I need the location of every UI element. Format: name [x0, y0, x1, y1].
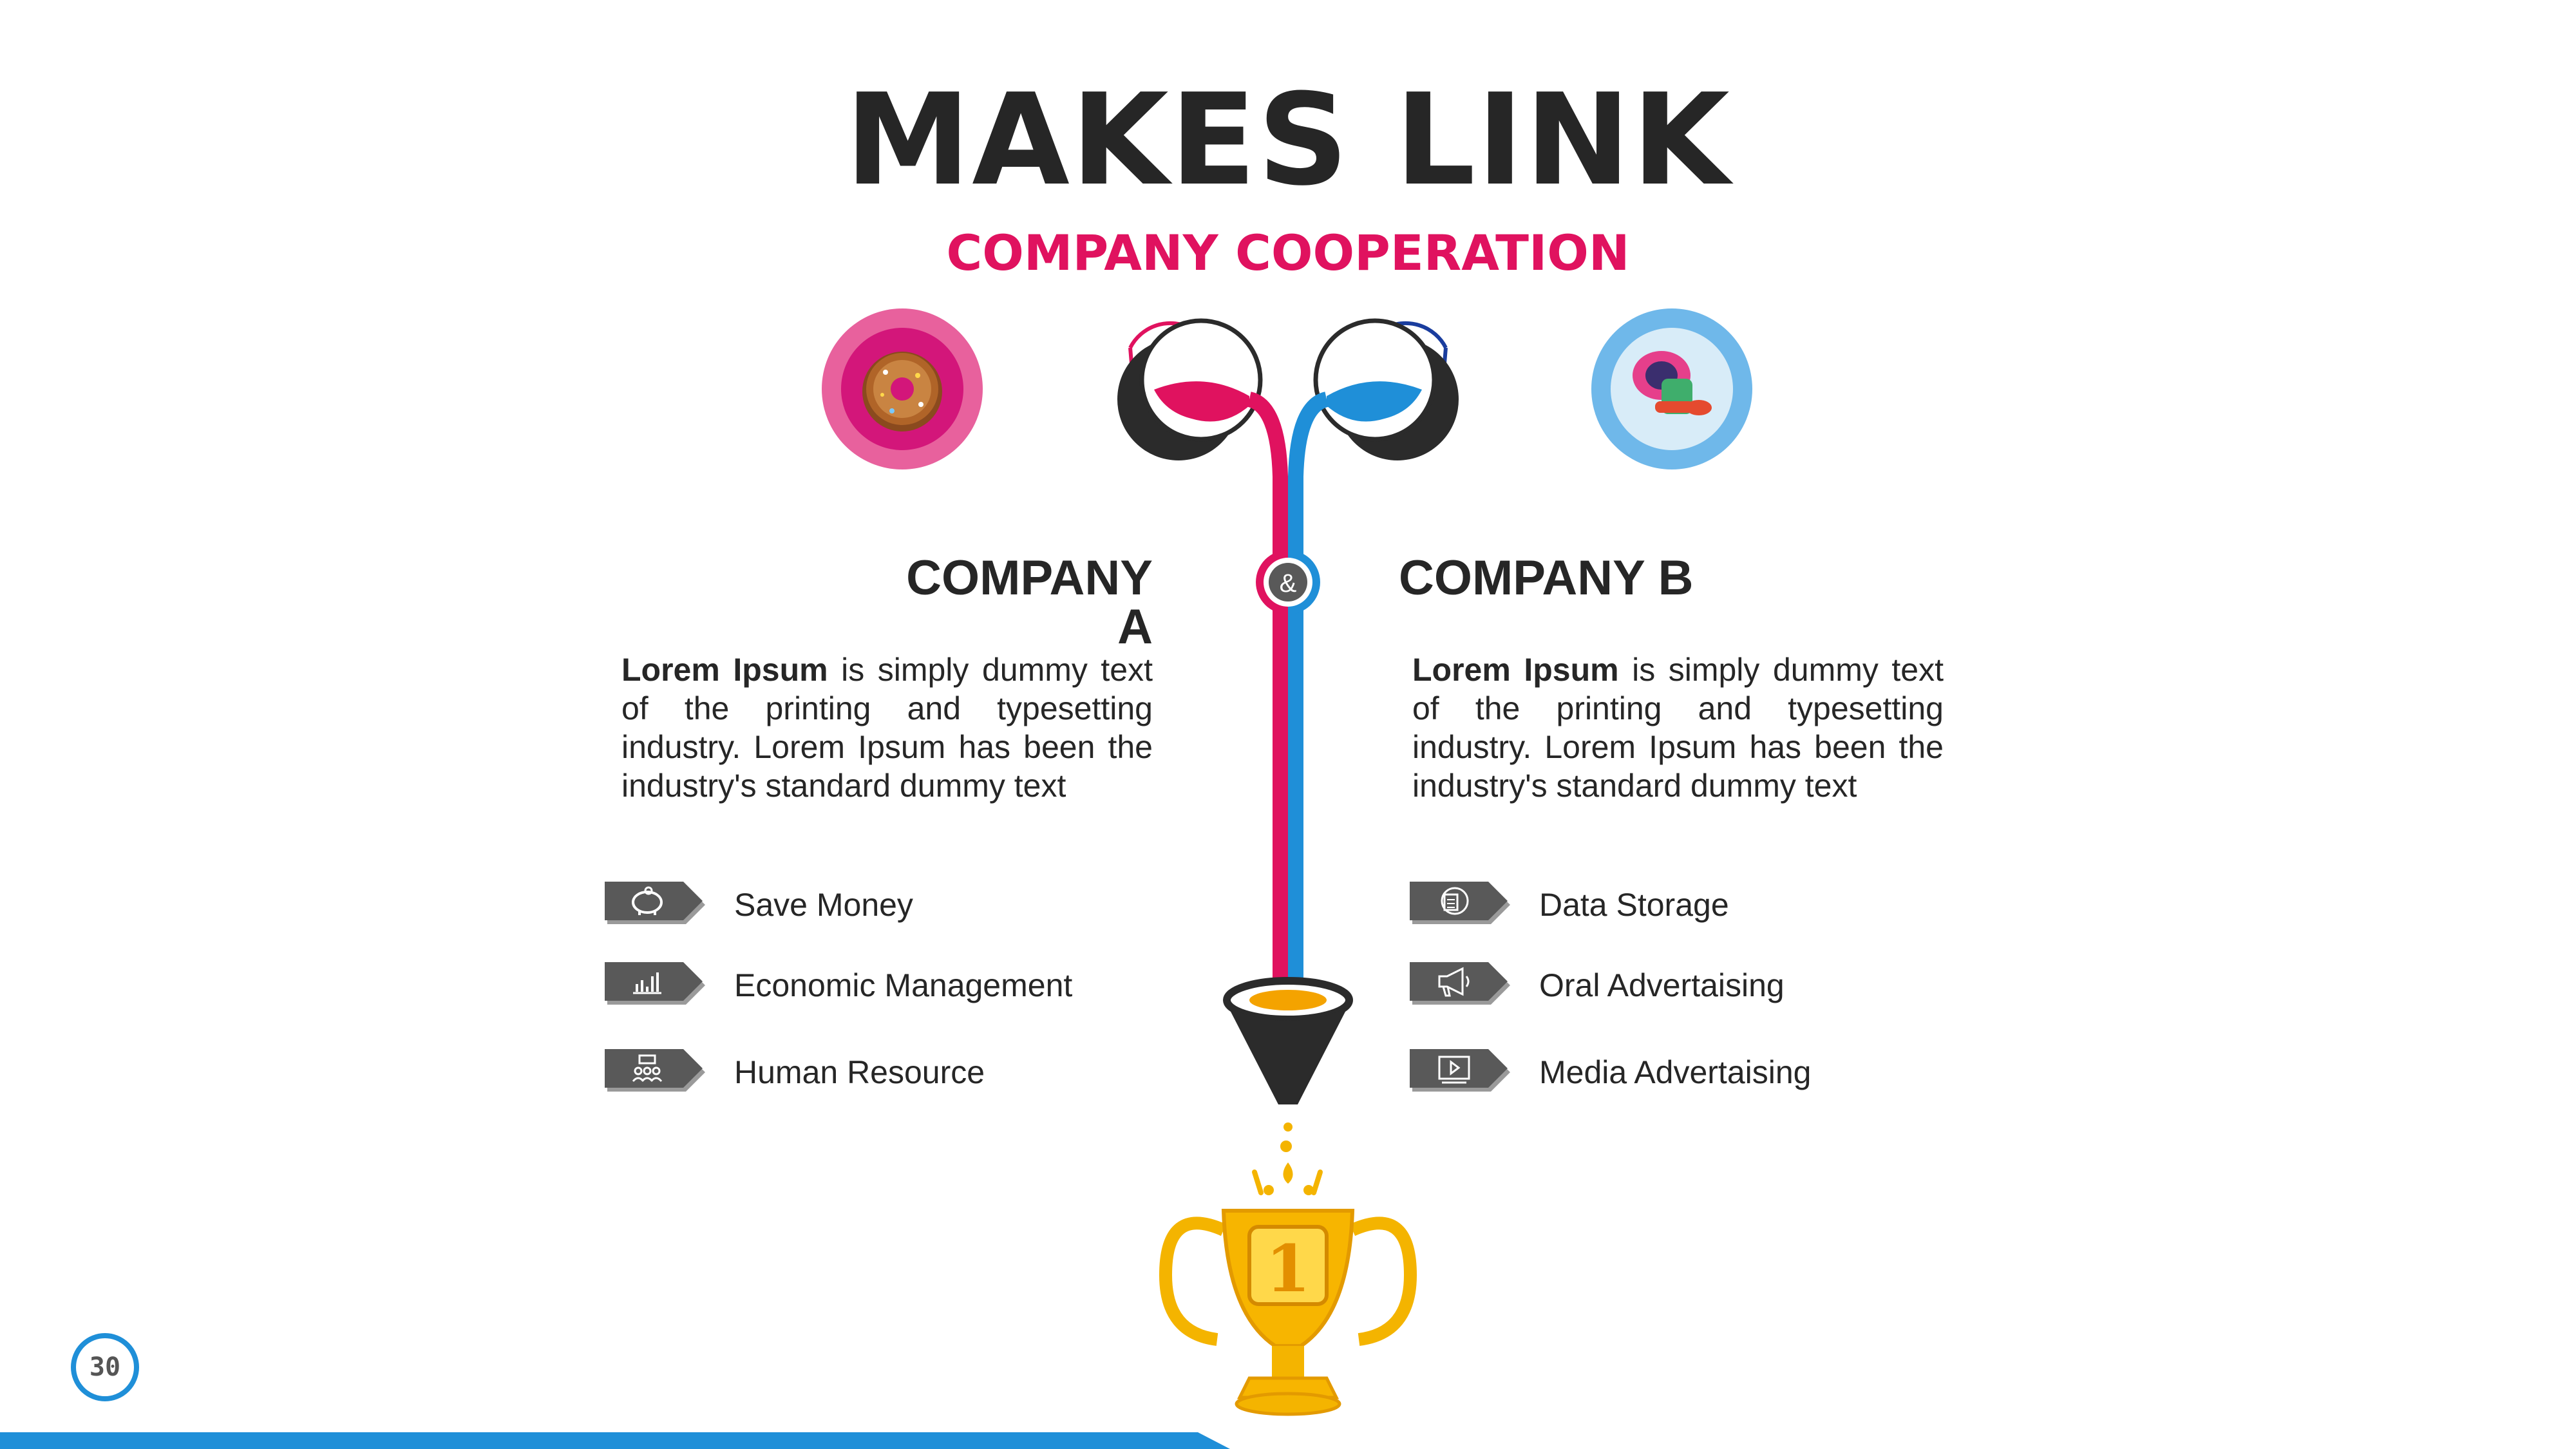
- team-icon: [605, 1049, 705, 1092]
- page-subtitle: COMPANY COOPERATION: [946, 224, 1630, 281]
- hot-air-balloon-icon: [1633, 351, 1712, 415]
- feature-label: Oral Advertaising: [1539, 967, 1785, 1003]
- feature-label: Media Advertaising: [1539, 1054, 1812, 1090]
- company-b-image: [1591, 308, 1752, 469]
- blue-cup: [1313, 318, 1459, 460]
- funnel-icon: [1223, 977, 1353, 1104]
- page-title: MAKES LINK: [845, 67, 1731, 214]
- feature-label: Human Resource: [734, 1054, 985, 1090]
- feature-label: Save Money: [734, 887, 913, 923]
- video-player-icon: [1410, 1049, 1510, 1092]
- cooperation-graphic: & 1: [1117, 318, 1459, 1416]
- megaphone-icon: [1410, 962, 1510, 1005]
- description-bold: Lorem Ipsum: [1412, 652, 1619, 688]
- description-bold: Lorem Ipsum: [621, 652, 828, 688]
- page-number-badge: 30: [70, 1332, 140, 1403]
- feature-label: Economic Management: [734, 967, 1073, 1003]
- donut-icon: [862, 352, 942, 431]
- page-number: 30: [89, 1352, 121, 1382]
- bar-chart-icon: [605, 962, 705, 1005]
- piggy-bank-icon: [605, 882, 705, 924]
- company-b-heading: COMPANY B: [1399, 551, 1694, 605]
- trophy-number: 1: [1265, 1231, 1311, 1307]
- database-icon: [1410, 882, 1510, 924]
- company-b-description: Lorem Ipsum is simply dummy text of the …: [1412, 650, 1944, 805]
- trophy-icon: 1: [1159, 1209, 1417, 1416]
- company-a-heading: COMPANY A: [906, 551, 1153, 654]
- company-a-description: Lorem Ipsum is simply dummy text of the …: [621, 650, 1153, 805]
- ampersand-badge: &: [1256, 550, 1320, 614]
- description-text: is simply dummy text of the printing and…: [1412, 652, 1944, 804]
- description-text: is simply dummy text of the printing and…: [621, 652, 1153, 804]
- company-a-image: [822, 308, 983, 469]
- gold-drops: [1252, 1122, 1323, 1195]
- feature-label: Data Storage: [1539, 887, 1729, 923]
- pink-cup: [1117, 318, 1263, 460]
- ampersand-symbol: &: [1280, 569, 1297, 598]
- bottom-accent-bar: [0, 1432, 1230, 1449]
